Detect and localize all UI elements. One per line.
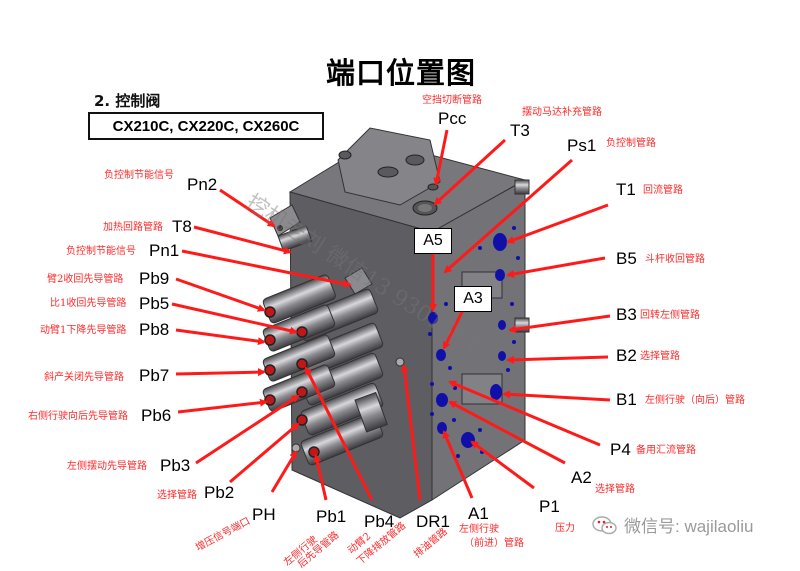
port-pn1-desc: 负控制节能信号 — [66, 246, 136, 257]
arrow-pcc — [433, 129, 449, 186]
port-dr1-code: DR1 — [416, 512, 451, 531]
port-pb4-code: Pb4 — [364, 512, 395, 531]
arrow-p1 — [470, 440, 535, 490]
port-b5-code: B5 — [616, 249, 637, 268]
port-pb9-code: Pb9 — [139, 269, 170, 288]
port-a2-desc: 选择管路 — [595, 484, 635, 495]
port-t8-code: T8 — [172, 217, 192, 236]
arrow-p4 — [448, 380, 601, 447]
arrow-pb8 — [175, 328, 266, 346]
port-ph-code: PH — [252, 505, 276, 524]
port-b1-desc: 左侧行驶（向后）管路 — [645, 395, 745, 406]
port-pb3-code: Pb3 — [160, 456, 191, 475]
port-t8-desc: 加热回路管路 — [103, 222, 163, 233]
arrow-pb9 — [175, 277, 266, 312]
port-pb7-code: Pb7 — [139, 366, 170, 385]
leader-arrows — [171, 129, 611, 501]
port-ps1-desc: 负控制管路 — [606, 138, 656, 149]
port-pb1-code: Pb1 — [316, 507, 347, 526]
port-b3-desc: 回转左侧管路 — [640, 310, 700, 321]
port-pb5-code: Pb5 — [139, 294, 170, 313]
arrow-a1 — [442, 430, 474, 499]
page-title: 端口位置图 — [326, 56, 477, 90]
wechat-id: 微信号: wajilaoliu — [592, 512, 753, 537]
port-b5-desc: 斗杆收回管路 — [645, 254, 705, 265]
port-pb5-desc: 比1收回先导管路 — [50, 298, 127, 309]
section-heading: 2. 控制阀 — [94, 92, 161, 110]
arrow-pb7 — [175, 368, 266, 377]
arrow-a3 — [442, 307, 466, 350]
port-pcc-desc: 空挡切断管路 — [422, 95, 482, 106]
arrow-pb4 — [304, 366, 374, 501]
arrow-pb5 — [171, 302, 298, 335]
port-p1-code: P1 — [539, 497, 560, 516]
arrow-pb2 — [229, 422, 300, 484]
port-t1-desc: 回流管路 — [643, 185, 683, 196]
wechat-id-text: 微信号: wajilaoliu — [624, 517, 754, 536]
port-t1-code: T1 — [616, 180, 636, 199]
port-b2-code: B2 — [616, 346, 637, 365]
label-box-a3: A3 — [454, 286, 492, 312]
port-a2-code: A2 — [571, 468, 592, 487]
arrow-b5 — [506, 256, 606, 278]
arrow-pn2 — [219, 188, 276, 228]
port-pb2-code: Pb2 — [204, 483, 235, 502]
port-pb9-desc: 臂2收回先导管路 — [47, 274, 124, 285]
port-pb3-desc: 左侧摆动先导管路 — [67, 461, 147, 472]
arrow-ps1 — [443, 158, 573, 274]
port-ps1-code: Ps1 — [567, 136, 597, 155]
arrow-a2 — [448, 400, 566, 465]
port-pn1-code: Pn1 — [149, 241, 180, 260]
port-pb2-desc: 选择管路 — [157, 490, 197, 501]
port-pn2-desc: 负控制节能信号 — [104, 170, 174, 181]
port-t3-code: T3 — [510, 121, 530, 140]
port-p4-code: P4 — [610, 440, 631, 459]
port-pb8-desc: 动臂1下降先导管路 — [40, 325, 127, 336]
port-pb6-desc: 右侧行驶向后先导管路 — [28, 411, 128, 422]
arrow-t1 — [506, 203, 609, 244]
label-box-a5: A5 — [414, 228, 452, 254]
arrow-b3 — [508, 314, 611, 334]
port-p1-desc: 压力 — [555, 523, 575, 534]
arrow-t8 — [193, 225, 292, 255]
arrow-b1 — [502, 390, 611, 402]
wechat-icon — [592, 515, 617, 534]
port-b1-code: B1 — [616, 390, 637, 409]
arrow-pb1 — [313, 454, 328, 501]
arrow-pb3 — [195, 394, 300, 465]
arrow-pb6 — [177, 398, 268, 414]
port-pn2-code: Pn2 — [187, 175, 218, 194]
arrow-dr1 — [400, 364, 422, 501]
arrow-pn1 — [181, 249, 352, 288]
port-a1-code: A1 — [468, 504, 489, 523]
arrow-b2 — [506, 355, 609, 364]
arrow-t3 — [433, 138, 507, 206]
port-pb8-code: Pb8 — [139, 320, 170, 339]
port-p4-desc: 备用汇流管路 — [636, 445, 696, 456]
arrow-ph — [270, 450, 298, 493]
port-pcc-code: Pcc — [438, 109, 467, 128]
model-list-box: CX210C, CX220C, CX260C — [88, 112, 324, 140]
port-a1-desc-line2: （前进）管路 — [464, 538, 524, 549]
port-b2-desc: 选择管路 — [640, 351, 680, 362]
port-pb6-code: Pb6 — [141, 406, 172, 425]
port-b3-code: B3 — [616, 305, 637, 324]
port-a1-desc-line1: 左侧行驶 — [459, 524, 499, 535]
port-pb7-desc: 斜产关闭先导管路 — [44, 372, 124, 383]
port-t3-desc: 摆动马达补充管路 — [522, 107, 602, 118]
